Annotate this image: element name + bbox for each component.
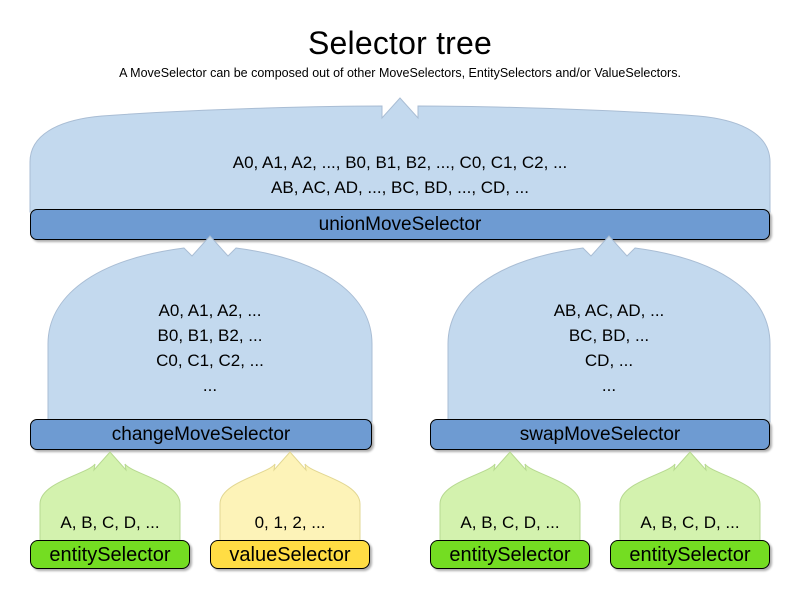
node-entity-selector-2: A, B, C, D, ...: [439, 451, 581, 545]
node-union-move-selector: A0, A1, A2, ..., B0, B1, B2, ..., C0, C1…: [29, 97, 771, 213]
entity-selector-3-label: entitySelector: [629, 543, 751, 566]
union-dome-shape: [29, 97, 771, 213]
entity-selector-1-label: entitySelector: [49, 543, 171, 566]
entity-selector-2-dome-shape: [439, 451, 581, 545]
union-move-selector-label: unionMoveSelector: [318, 214, 482, 235]
entity-selector-3-dome-shape: [619, 451, 761, 545]
node-entity-selector-1: A, B, C, D, ...: [39, 451, 181, 545]
entity-selector-2-bar[interactable]: entitySelector: [430, 540, 590, 569]
value-selector-1-label: valueSelector: [229, 543, 351, 566]
value-selector-1-dome-shape: [219, 451, 361, 545]
node-change-move-selector: A0, A1, A2, ... B0, B1, B2, ... C0, C1, …: [47, 235, 373, 423]
entity-selector-1-dome-shape: [39, 451, 181, 545]
swap-dome-shape: [447, 235, 771, 423]
entity-selector-1-bar[interactable]: entitySelector: [30, 540, 190, 569]
page-subtitle: A MoveSelector can be composed out of ot…: [119, 66, 681, 80]
swap-move-selector-bar[interactable]: swapMoveSelector: [430, 419, 770, 450]
node-value-selector-1: 0, 1, 2, ...: [219, 451, 361, 545]
entity-selector-2-label: entitySelector: [449, 543, 571, 566]
swap-move-selector-label: swapMoveSelector: [519, 424, 681, 445]
node-entity-selector-3: A, B, C, D, ...: [619, 451, 761, 545]
entity-selector-3-bar[interactable]: entitySelector: [610, 540, 770, 569]
change-dome-shape: [47, 235, 373, 423]
change-move-selector-label: changeMoveSelector: [111, 424, 291, 445]
page-title: Selector tree: [307, 25, 493, 61]
value-selector-1-bar[interactable]: valueSelector: [210, 540, 370, 569]
union-move-selector-bar[interactable]: unionMoveSelector: [30, 209, 770, 240]
change-move-selector-bar[interactable]: changeMoveSelector: [30, 419, 372, 450]
node-swap-move-selector: AB, AC, AD, ... BC, BD, ... CD, ... ...: [447, 235, 771, 423]
